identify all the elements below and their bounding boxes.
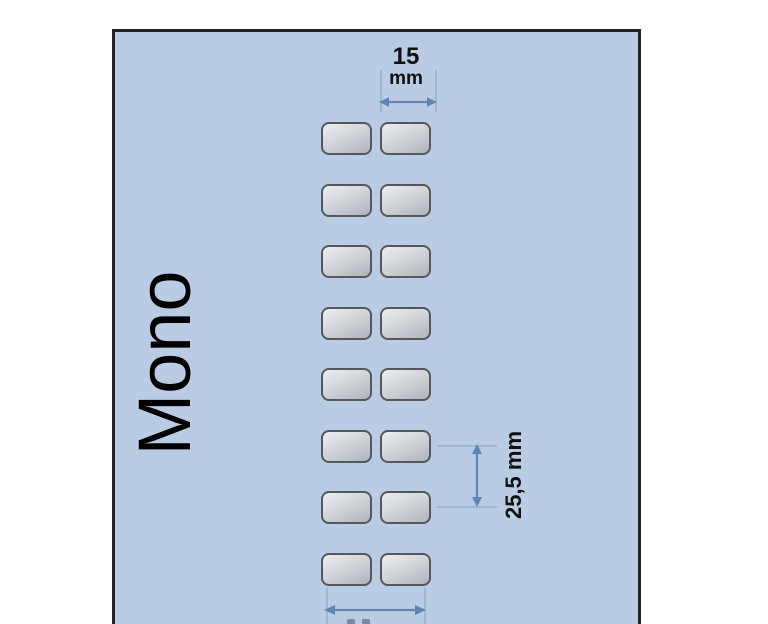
button-row (321, 122, 431, 155)
dimension-button-width-unit: mm (389, 68, 423, 89)
dimension-extension-line (326, 588, 328, 624)
panel-button (380, 245, 431, 278)
button-row (321, 552, 431, 586)
panel-button (380, 491, 431, 524)
panel-button (321, 491, 372, 524)
dimension-extension-line (424, 588, 426, 624)
horizontal-dimension-arrow-icon (379, 97, 437, 107)
cutoff-label-mark (362, 619, 370, 624)
button-row (321, 183, 431, 217)
panel-button (321, 552, 372, 586)
button-row (321, 245, 431, 278)
device-panel (112, 29, 641, 624)
dimension-extension-line (437, 445, 497, 447)
button-row (321, 429, 431, 463)
horizontal-dimension-arrow-icon (324, 605, 426, 615)
panel-button (321, 368, 372, 401)
panel-button (380, 183, 431, 217)
button-row (321, 306, 431, 340)
panel-title-vertical: Mono (123, 270, 206, 456)
panel-button (380, 122, 431, 155)
dimension-extension-line (435, 70, 437, 112)
dimension-extension-line (380, 70, 382, 112)
panel-button (321, 245, 372, 278)
panel-button (380, 368, 431, 401)
panel-button (321, 183, 372, 217)
panel-button (321, 122, 372, 155)
panel-button (321, 306, 372, 340)
button-grid (321, 122, 431, 586)
panel-button (380, 552, 431, 586)
cutoff-label-mark (347, 619, 355, 624)
dimension-extension-line (437, 506, 497, 508)
vertical-dimension-arrow-icon (472, 444, 482, 507)
panel-button (380, 429, 431, 463)
panel-button (380, 306, 431, 340)
panel-button (321, 429, 372, 463)
button-row (321, 368, 431, 401)
dimension-button-width-value: 15 (392, 43, 420, 70)
button-row (321, 491, 431, 524)
dimension-row-pitch-label: 25,5 mm (501, 430, 526, 520)
